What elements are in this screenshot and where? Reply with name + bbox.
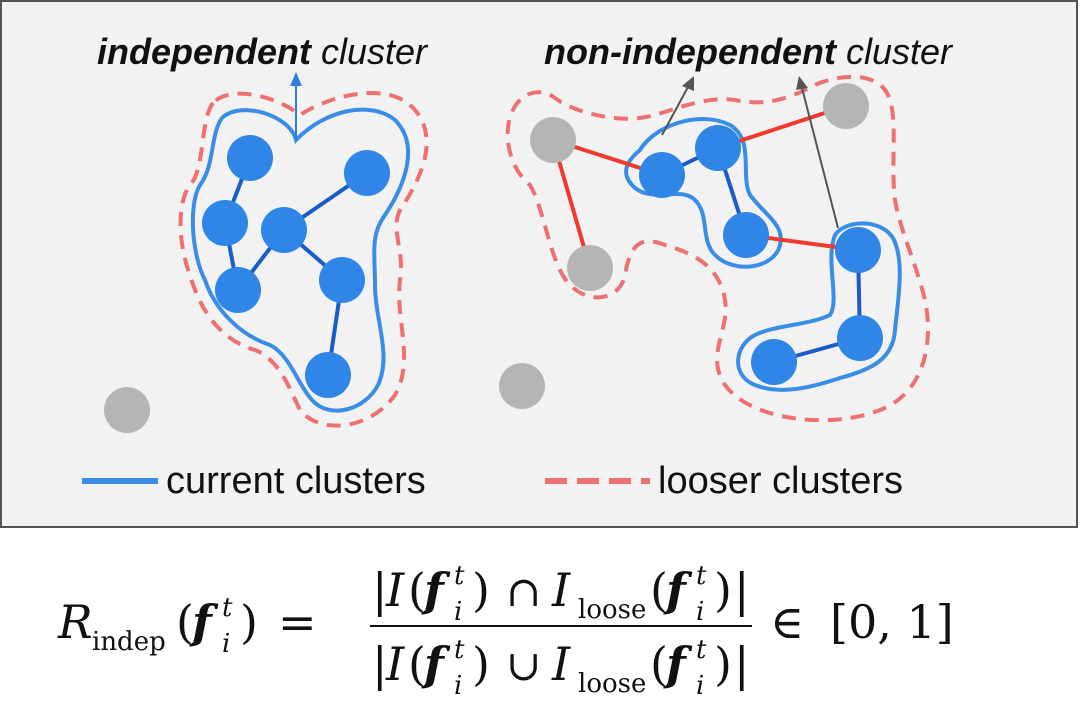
node xyxy=(305,352,351,398)
formula-bar: | xyxy=(372,563,388,617)
formula-paren: ) xyxy=(714,637,732,691)
formula-sup: t xyxy=(454,561,465,591)
current-cluster-outline-left xyxy=(190,107,411,413)
node xyxy=(723,212,769,258)
formula-paren: ( xyxy=(650,637,668,691)
formula-sup: t xyxy=(454,635,465,665)
formula-paren: ) xyxy=(472,563,490,617)
formula-f: f xyxy=(663,563,693,617)
node xyxy=(261,207,307,253)
node xyxy=(751,339,797,385)
label-rest: cluster xyxy=(311,31,429,72)
formula-loose: loose xyxy=(578,669,646,699)
formula-sup: t xyxy=(222,593,233,623)
formula-bar: | xyxy=(734,637,750,691)
node xyxy=(215,267,261,313)
formula-sup: t xyxy=(696,561,707,591)
formula-paren: ( xyxy=(176,595,194,649)
formula-sub: i xyxy=(696,597,704,627)
label-rest: cluster xyxy=(836,31,954,72)
node xyxy=(227,135,273,181)
cluster-diagram: independent cluster non-independent clus… xyxy=(0,0,1078,528)
non-independent-arrows xyxy=(661,76,839,229)
gray-node xyxy=(104,387,150,433)
formula-in: ∈ xyxy=(770,595,804,649)
formula-sub: i xyxy=(454,671,462,701)
gray-node xyxy=(499,363,545,409)
formula-f: f xyxy=(663,637,693,691)
legend-looser-label: looser clusters xyxy=(658,460,903,502)
legend: current clusters looser clusters xyxy=(82,460,903,502)
formula: R indep ( f t i ) = | I ( f t i ) ∩ I lo… xyxy=(57,561,954,701)
node xyxy=(202,200,248,246)
formula-calI: I xyxy=(551,563,571,617)
formula-sup: t xyxy=(696,635,707,665)
formula-paren: ) xyxy=(714,563,732,617)
formula-sub: i xyxy=(454,597,462,627)
formula-lhs-symbol: R xyxy=(57,595,93,649)
node xyxy=(695,125,741,171)
looser-cluster-outline-left xyxy=(178,91,429,428)
independent-cluster-nodes xyxy=(202,135,390,398)
node xyxy=(319,257,365,303)
node xyxy=(639,152,685,198)
node xyxy=(837,315,883,361)
formula-sub: i xyxy=(696,671,704,701)
formula-bar: | xyxy=(734,563,750,617)
gray-node xyxy=(567,245,613,291)
formula-loose: loose xyxy=(578,595,646,625)
independent-arrow xyxy=(290,72,302,140)
node xyxy=(835,227,881,273)
formula-f: f xyxy=(421,637,451,691)
current-cluster-outline-upper xyxy=(624,117,783,269)
non-independent-cluster-label: non-independent cluster xyxy=(544,31,954,72)
formula-bar: | xyxy=(372,637,388,691)
formula-calI: I xyxy=(551,637,571,691)
current-cluster-outline-lower xyxy=(736,221,902,392)
formula-f: f xyxy=(189,595,219,649)
formula-equals: = xyxy=(278,595,317,649)
formula-range: [0, 1] xyxy=(830,595,954,649)
label-bold: non-independent xyxy=(544,31,838,72)
node xyxy=(344,150,390,196)
formula-cap: ∩ xyxy=(506,567,541,616)
noise-nodes xyxy=(104,83,869,433)
formula-calI: I xyxy=(385,637,405,691)
independent-cluster-label: independent cluster xyxy=(97,31,429,72)
formula-paren: ) xyxy=(472,637,490,691)
looser-cluster-outline-right xyxy=(505,74,930,423)
formula-paren: ) xyxy=(240,595,258,649)
gray-node xyxy=(530,117,576,163)
legend-current-label: current clusters xyxy=(166,460,426,502)
formula-paren: ( xyxy=(650,563,668,617)
formula-f: f xyxy=(421,563,451,617)
gray-node xyxy=(823,83,869,129)
label-bold: independent xyxy=(97,31,313,72)
formula-paren: ( xyxy=(408,563,426,617)
formula-paren: ( xyxy=(408,637,426,691)
formula-cup: ∪ xyxy=(506,641,541,690)
formula-calI: I xyxy=(385,563,405,617)
formula-lhs-sub: indep xyxy=(92,627,166,657)
non-independent-cluster-nodes xyxy=(639,125,883,385)
formula-sub: i xyxy=(222,629,230,659)
